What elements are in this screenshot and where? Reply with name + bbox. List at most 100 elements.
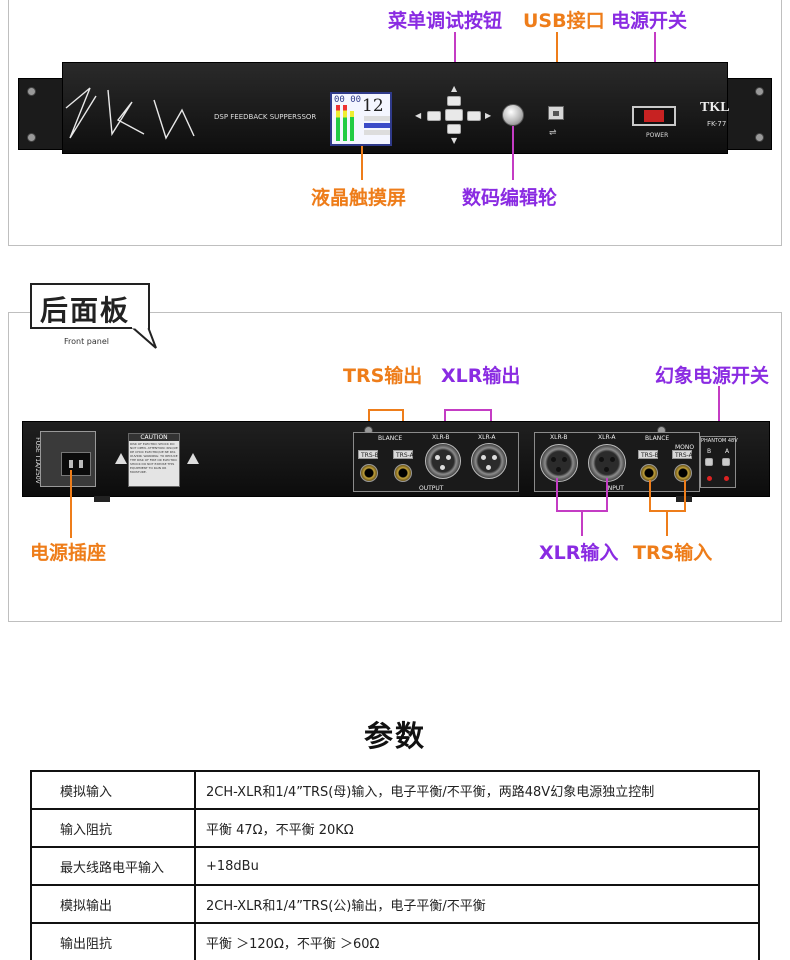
right-button[interactable]	[467, 111, 481, 121]
label-menu-buttons: 菜单调试按钮	[388, 10, 503, 32]
phantom-a-switch[interactable]	[722, 458, 730, 466]
label-xlr-in: XLR输入	[539, 542, 619, 564]
power-switch[interactable]	[632, 106, 676, 126]
table-row: 输入阻抗 平衡 47Ω，不平衡 20KΩ	[30, 808, 760, 848]
arrow-up-icon: ▲	[451, 84, 458, 93]
param-value: 2CH-XLR和1/4”TRS(母)输入，电子平衡/不平衡，两路48V幻象电源独…	[194, 770, 760, 810]
caution-plate: CAUTION RISK OF ELECTRIC SHOCK DO NOT OP…	[128, 433, 180, 487]
param-key: 最大线路电平输入	[30, 846, 196, 886]
label-power-socket: 电源插座	[30, 542, 107, 564]
bracket-trs-out	[368, 409, 404, 411]
screw	[27, 133, 36, 142]
param-key: 模拟输入	[30, 770, 196, 810]
trs-a-in-plate: TRS-A	[672, 450, 693, 459]
screw	[27, 87, 36, 96]
trs-b-out-plate: TRS-B	[358, 450, 379, 459]
menu-button[interactable]	[445, 109, 463, 121]
lcd-big-readout: 12	[362, 96, 384, 116]
label-lcd: 液晶触摸屏	[311, 187, 407, 209]
bracket-trs-in	[684, 480, 686, 512]
param-value: +18dBu	[194, 846, 760, 886]
rack-ear-right	[724, 78, 772, 150]
trs-a-in-jack[interactable]	[674, 464, 692, 482]
pointer-lcd	[361, 146, 363, 180]
arrow-down-icon: ▼	[451, 136, 458, 145]
mono-label: MONO	[675, 444, 695, 451]
usb-port[interactable]	[548, 106, 564, 120]
caution-title: CAUTION	[129, 434, 179, 441]
front-panel-section	[8, 0, 782, 246]
lcd-menu-list	[364, 116, 390, 138]
trs-b-in-plate: TRS-B	[638, 450, 659, 459]
bracket-xlr-out	[444, 409, 492, 411]
table-row: 最大线路电平输入 +18dBu	[30, 846, 760, 886]
balance-out-label: BLANCE	[378, 435, 403, 442]
screw	[755, 133, 764, 142]
phantom-a-label: A	[725, 448, 730, 455]
phantom-b-switch[interactable]	[705, 458, 713, 466]
param-key: 输出阻抗	[30, 922, 196, 960]
lcd-level-bar	[336, 105, 340, 141]
table-row: 模拟输出 2CH-XLR和1/4”TRS(公)输出，电子平衡/不平衡	[30, 884, 760, 924]
tkl-logo-graphic	[65, 87, 195, 140]
param-key: 输入阻抗	[30, 808, 196, 848]
pointer-encoder	[512, 126, 514, 180]
label-trs-out: TRS输出	[343, 365, 423, 387]
phantom-b-led	[707, 476, 712, 481]
arrow-right-icon: ▶	[485, 111, 492, 120]
trs-a-out-jack[interactable]	[394, 464, 412, 482]
xlr-b-out-connector[interactable]	[425, 443, 461, 479]
pointer-power-socket	[70, 470, 72, 538]
screw	[755, 87, 764, 96]
bracket-xlr-in	[581, 510, 583, 536]
brand-logo: TKL	[700, 100, 730, 115]
trs-b-out-jack[interactable]	[360, 464, 378, 482]
param-key: 模拟输出	[30, 884, 196, 924]
warning-icon	[115, 453, 127, 464]
lcd-touchscreen[interactable]: 00 00 12	[330, 92, 392, 146]
rack-ear-left	[18, 78, 66, 150]
section-tab: 后面板	[30, 283, 150, 329]
warning-icon	[187, 453, 199, 464]
label-phantom: 幻象电源开关	[655, 365, 770, 387]
power-label: POWER	[646, 132, 669, 139]
table-row: 输出阻抗 平衡 ＞120Ω，不平衡 ＞60Ω	[30, 922, 760, 960]
section-title: 后面板	[40, 294, 131, 327]
foot	[94, 496, 110, 502]
trs-a-out-plate: TRS-A	[393, 450, 414, 459]
xlr-b-out-label: XLR-B	[432, 434, 450, 441]
tab-pointer	[132, 326, 157, 349]
phantom-label: PHANTOM 48V	[701, 438, 738, 444]
xlr-b-in-label: XLR-B	[550, 434, 568, 441]
bracket-trs-in	[666, 510, 668, 536]
down-button[interactable]	[447, 124, 461, 134]
arrow-left-icon: ◀	[415, 111, 422, 120]
lcd-top-readout: 00 00	[334, 95, 362, 105]
lcd-level-bar	[343, 105, 347, 141]
up-button[interactable]	[447, 96, 461, 106]
model-text: DSP FEEDBACK SUPPERSSOR	[214, 113, 317, 121]
bracket-xlr-in	[556, 478, 558, 512]
bracket-trs-in	[649, 480, 651, 512]
label-power-switch: 电源开关	[611, 10, 688, 32]
rear-panel-section	[8, 312, 782, 622]
power-socket[interactable]	[40, 431, 96, 487]
phantom-a-led	[724, 476, 729, 481]
bracket-xlr-in	[606, 478, 608, 512]
params-title: 参数	[363, 719, 426, 753]
model-number: FK-77	[707, 120, 727, 128]
left-button[interactable]	[427, 111, 441, 121]
caution-text: RISK OF ELECTRIC SHOCK DO NOT OPEN. ATTE…	[130, 442, 178, 474]
xlr-a-out-label: XLR-A	[478, 434, 496, 441]
balance-in-label: BLANCE	[645, 435, 670, 442]
xlr-b-in-connector[interactable]	[540, 444, 578, 482]
xlr-a-in-label: XLR-A	[598, 434, 616, 441]
encoder-wheel[interactable]	[502, 104, 524, 126]
xlr-a-out-connector[interactable]	[471, 443, 507, 479]
param-value: 平衡 47Ω，不平衡 20KΩ	[194, 808, 760, 848]
table-row: 模拟输入 2CH-XLR和1/4”TRS(母)输入，电子平衡/不平衡，两路48V…	[30, 770, 760, 810]
xlr-a-in-connector[interactable]	[588, 444, 626, 482]
output-label: OUTPUT	[419, 485, 444, 492]
lcd-level-bar	[350, 111, 354, 141]
params-table: 模拟输入 2CH-XLR和1/4”TRS(母)输入，电子平衡/不平衡，两路48V…	[30, 770, 760, 960]
